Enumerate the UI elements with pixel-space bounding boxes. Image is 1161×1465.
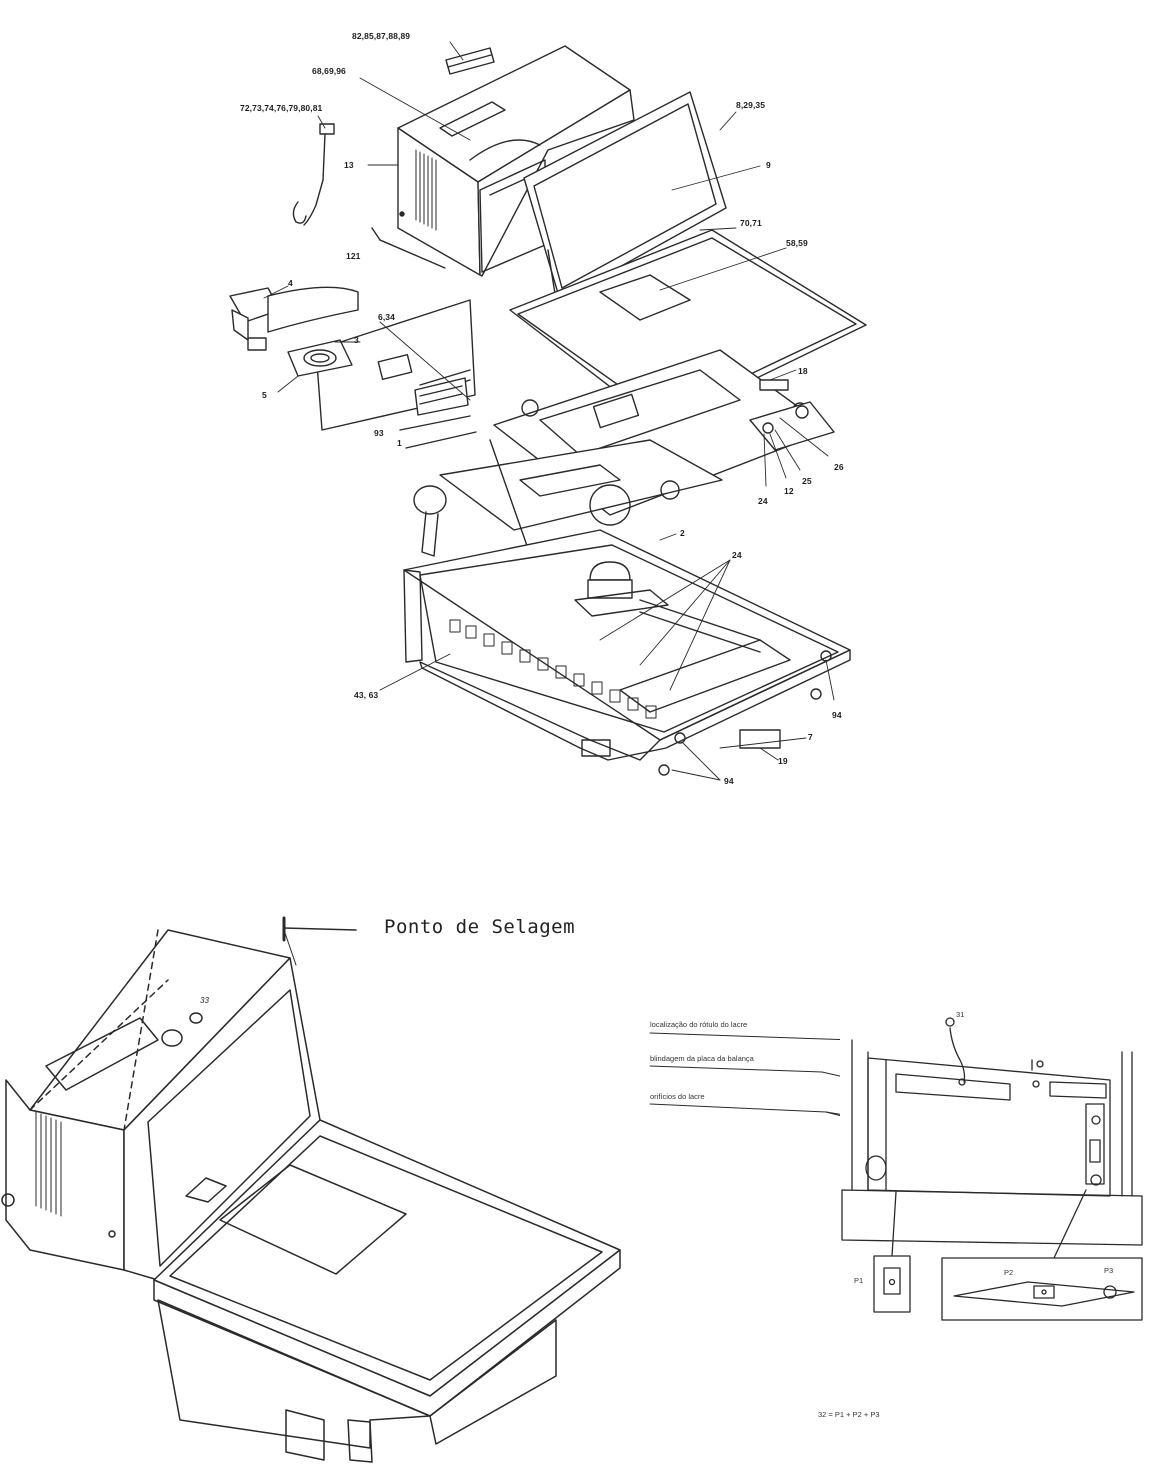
seal-point-title: Ponto de Selagem <box>384 916 576 938</box>
callout-70-71: 70,71 <box>740 218 762 228</box>
lever-handle <box>413 485 447 557</box>
tower-housing <box>397 45 635 277</box>
callout-58-59: 58,59 <box>786 238 808 248</box>
cable-assembly <box>292 123 446 269</box>
callout-19: 19 <box>778 756 788 766</box>
callout-3: 3 <box>354 335 359 345</box>
callout-p3: P3 <box>1104 1266 1114 1275</box>
callout-9: 9 <box>766 160 771 170</box>
callout-94-right: 94 <box>832 710 842 720</box>
callout-1: 1 <box>397 438 402 448</box>
label-location-text: localização do rótulo do lacre <box>650 1020 748 1029</box>
exploded-view-drawing <box>229 41 867 781</box>
callout-94-bottom: 94 <box>724 776 734 786</box>
callout-68-96: 68,69,96 <box>312 66 346 76</box>
callout-p1: P1 <box>854 1276 864 1285</box>
callout-26: 26 <box>834 462 844 472</box>
callout-33: 33 <box>200 996 209 1005</box>
speaker <box>287 339 353 377</box>
callout-121: 121 <box>346 251 361 261</box>
callout-82-89: 82,85,87,88,89 <box>352 31 411 41</box>
callout-8-29-35: 8,29,35 <box>736 100 766 110</box>
seal-arrow <box>283 927 357 931</box>
callout-6-34: 6,34 <box>378 312 395 322</box>
base-housing <box>403 529 851 776</box>
callout-2: 2 <box>680 528 685 538</box>
callout-24-lower: 24 <box>732 550 742 560</box>
callout-7: 7 <box>808 732 813 742</box>
callout-72-81: 72,73,74,76,79,80,81 <box>240 103 323 113</box>
leader-lines <box>263 41 835 781</box>
callout-5: 5 <box>262 390 267 400</box>
callout-13: 13 <box>344 160 354 170</box>
display-window <box>523 91 727 301</box>
callout-4: 4 <box>288 278 293 288</box>
callout-31: 31 <box>956 1010 965 1019</box>
seal-formula: 32 = P1 + P2 + P3 <box>818 1410 880 1419</box>
callout-12: 12 <box>784 486 794 496</box>
callout-24-upper: 24 <box>758 496 768 506</box>
callout-25: 25 <box>802 476 812 486</box>
hand-scanner <box>229 286 359 351</box>
callout-18: 18 <box>798 366 808 376</box>
shield-text: blindagem da placa da balança <box>650 1054 754 1063</box>
holes-text: orifícios do lacre <box>650 1092 705 1101</box>
callout-43-63: 43, 63 <box>354 690 379 700</box>
callout-p2: P2 <box>1004 1268 1014 1277</box>
callout-93: 93 <box>374 428 384 438</box>
